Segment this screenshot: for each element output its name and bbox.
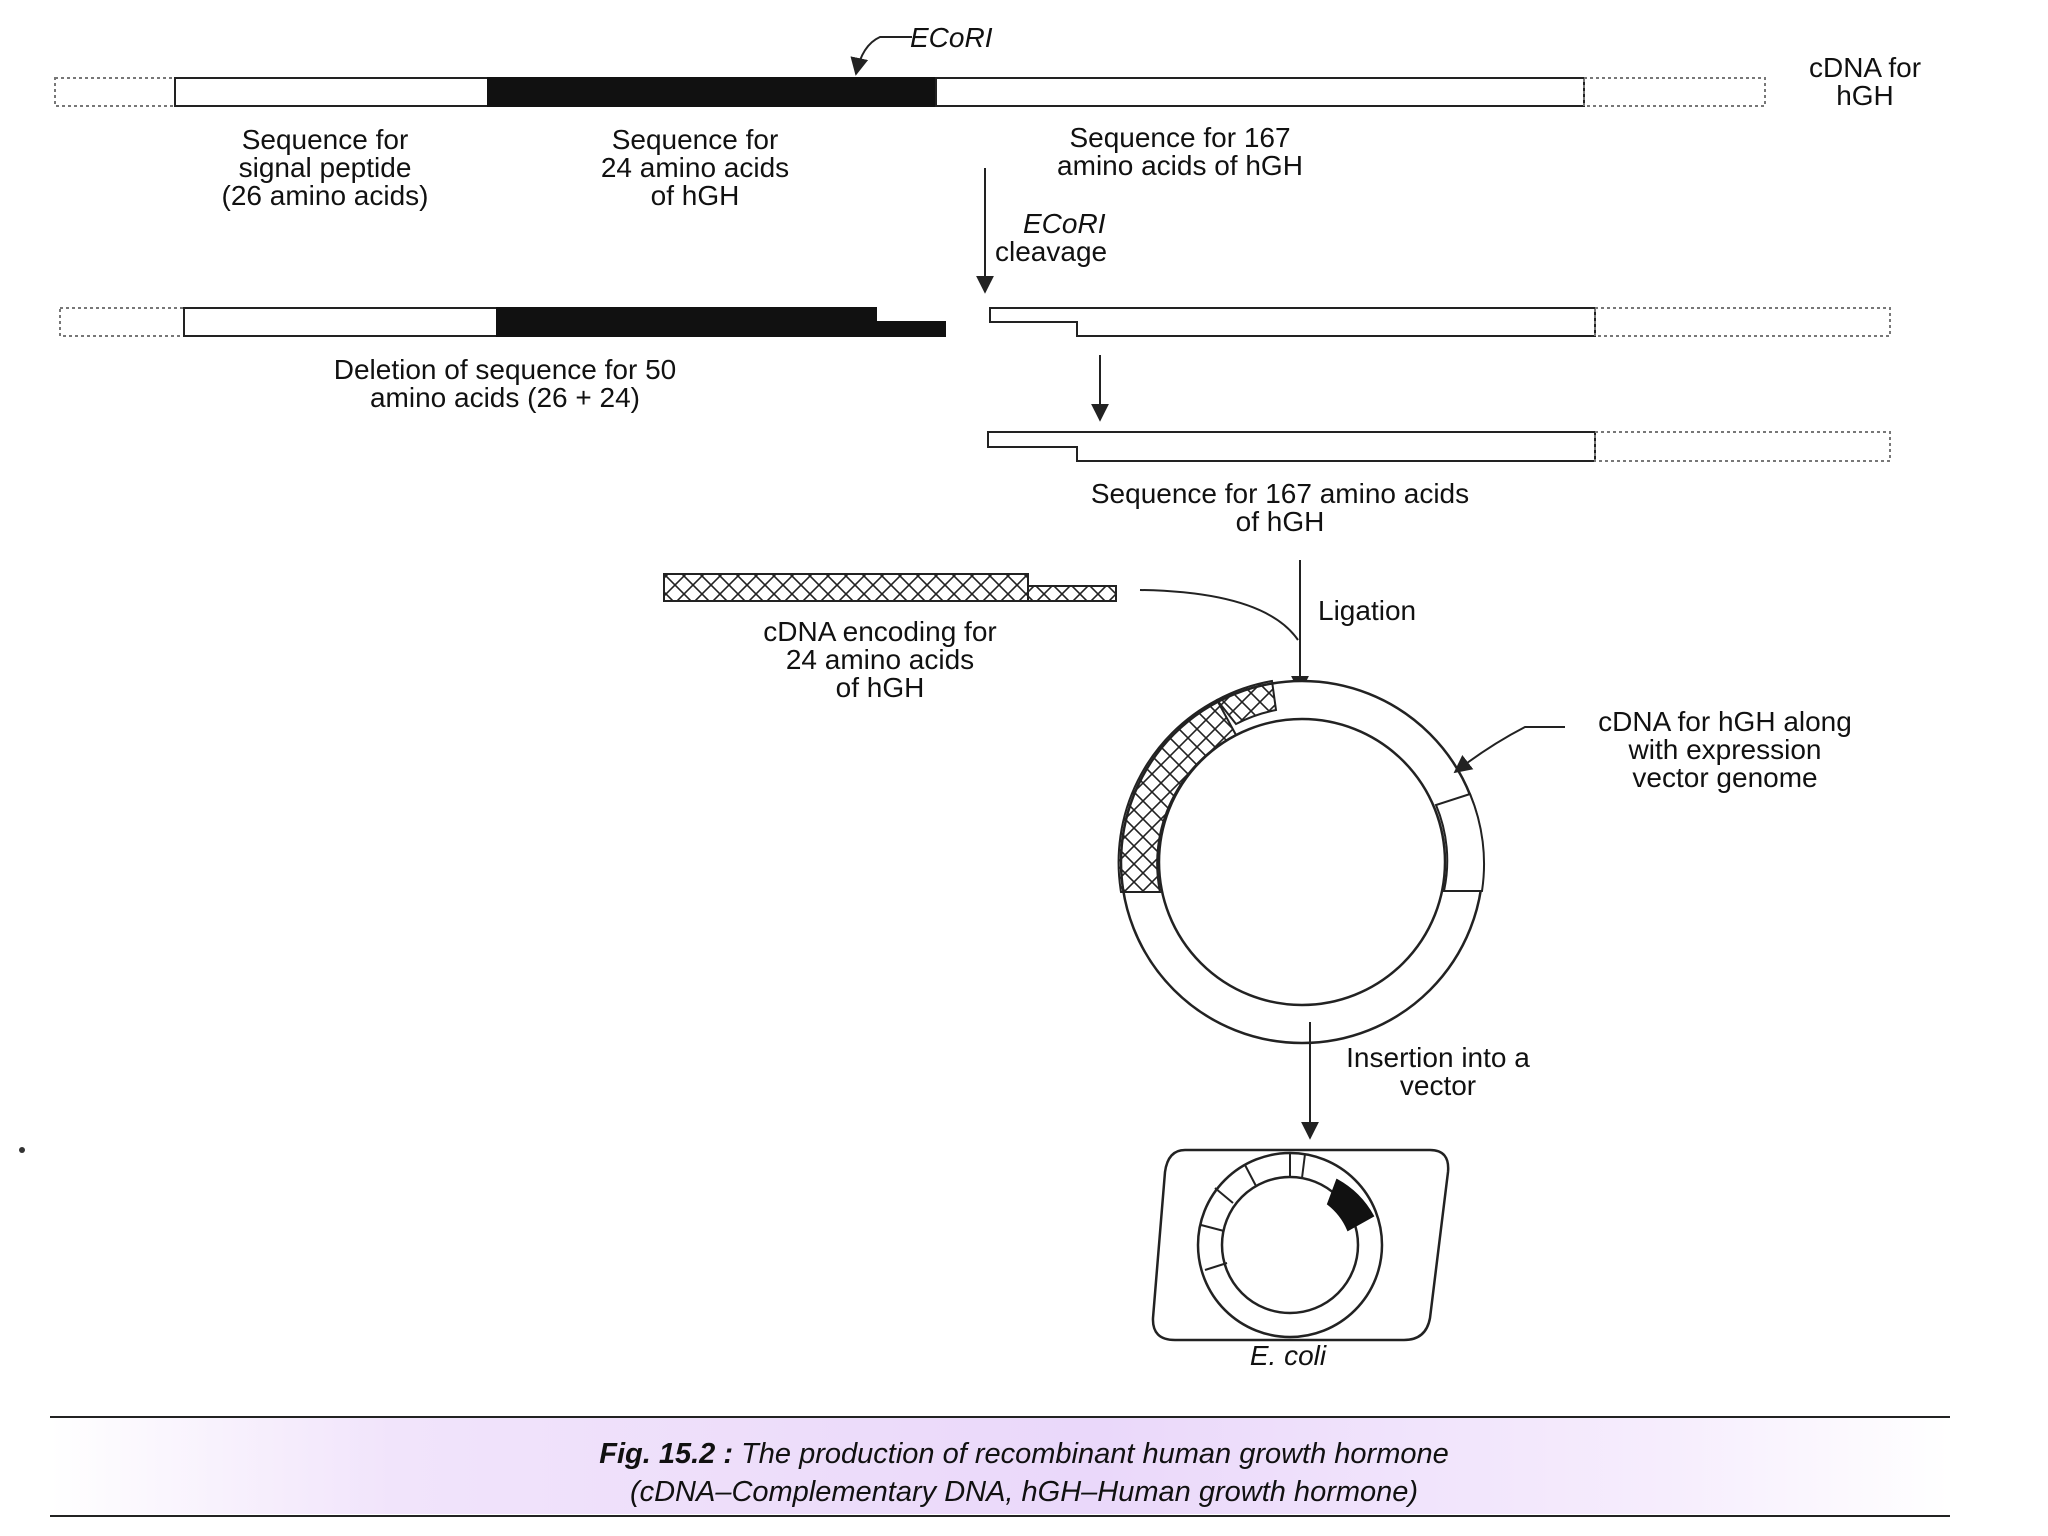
caption-top-rule [50, 1416, 1950, 1418]
vector-label-arrow [1453, 726, 1565, 774]
e-coli-cell [1151, 1148, 1450, 1342]
hgh-167-fragment-cut [989, 307, 1891, 337]
e-coli-label: E. coli [1249, 1340, 1327, 1371]
ligation-curve [1139, 589, 1299, 641]
hgh-167-fragment [987, 431, 1891, 462]
deleted-fragment [59, 307, 946, 337]
caption-line-1: Fig. 15.2 : The production of recombinan… [0, 1438, 2048, 1471]
caption-band [50, 1418, 1950, 1514]
ligation-label: Ligation [1318, 595, 1417, 626]
caption-line-2: (cDNA–Complementary DNA, hGH–Human growt… [629, 1476, 1419, 1508]
caption-bottom-rule [50, 1515, 1950, 1517]
cdna-24-fragment [663, 573, 1117, 602]
ecori-site-arrow [850, 36, 912, 76]
cdna-strip-full [54, 77, 1766, 107]
stray-mark [19, 1147, 25, 1153]
figure-number: Fig. 15.2 : [599, 1438, 733, 1470]
ecori-top-label: ECoRI [910, 22, 993, 53]
caption-title: The production of recombinant human grow… [741, 1438, 1449, 1470]
recombinant-plasmid [1117, 679, 1485, 1045]
